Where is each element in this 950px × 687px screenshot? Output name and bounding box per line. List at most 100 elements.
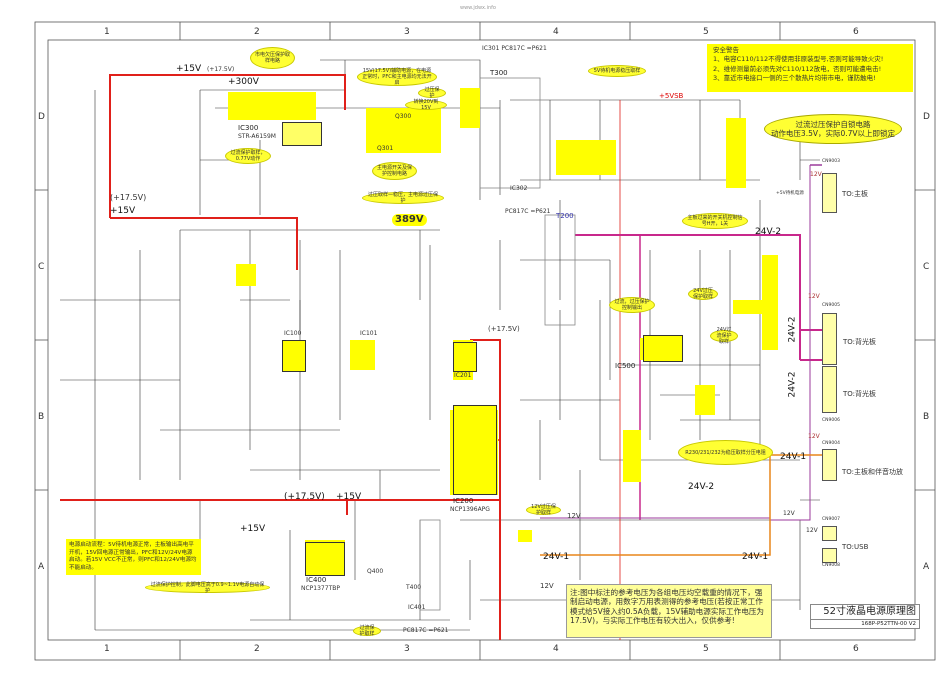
rail-12v-label: 12V: [808, 433, 820, 440]
rail-12v-label: 12V: [540, 582, 554, 590]
rail-12v-label: 12V: [567, 512, 581, 520]
rail-12v-wire: [770, 165, 811, 521]
ic400-part: NCP1377TBP: [301, 585, 340, 592]
rail-24v-1-label: 24V-1: [742, 552, 769, 562]
connector-destination: TO:USB: [842, 543, 869, 551]
connector-id: CN9004: [822, 441, 840, 446]
transformer: [419, 519, 441, 611]
connector-cn9004: [822, 449, 837, 481]
rail-12v-label: 12V: [808, 293, 820, 300]
rail-15v-wire: [110, 217, 298, 270]
rail-12v-label: 12V: [783, 510, 795, 517]
connector-destination: TO:主板: [842, 190, 869, 198]
ic302-part: PC817C =P621: [505, 208, 551, 215]
callout-12v-ovp: 12V过压保护取样: [526, 504, 561, 516]
callout-protection-output: 过流，过压保护控制输出: [609, 297, 655, 313]
connector-cn9007: [822, 526, 837, 541]
ic100-body: [282, 340, 306, 372]
grid-col-1: 1: [104, 27, 110, 37]
connector-id: CN9008: [822, 563, 840, 568]
ic301-label: IC301 PC817C =P621: [482, 45, 547, 52]
t400-label: T400: [406, 584, 422, 591]
title-block: 52寸液晶电源原理图 168P-P52TTN-00 V2: [810, 604, 920, 629]
grid-col-1-bottom: 1: [104, 644, 110, 654]
rail-15v-bottom: +15V: [336, 492, 362, 502]
connector-cn9003: [822, 173, 837, 213]
ic300-label: IC300: [238, 124, 259, 132]
safety-warning-box: 安全警告 1、电容C110/112不得使用非原装型号,否则可能导致火灾! 2、维…: [707, 44, 913, 92]
highlight-block: [350, 340, 375, 370]
q301-label: Q301: [377, 145, 394, 152]
grid-col-6: 6: [853, 27, 859, 37]
rail-24v-2-label: 24V-2: [787, 316, 798, 343]
watermark: www.jdwx.info: [460, 5, 496, 11]
highlight-block: [695, 385, 715, 415]
grid-row-d-right: D: [923, 112, 930, 122]
rail-17-5v-bottom: (+17.5V): [284, 492, 325, 502]
connector-destination: TO:主板和伴音功放: [842, 468, 904, 476]
transformer: [479, 77, 541, 189]
ic200-part: NCP1396APG: [450, 506, 490, 513]
callout-24v-ocp: 24V过流保护取样: [710, 327, 738, 345]
ic200-label: IC200: [453, 497, 474, 505]
rail-17-5v-left: (+17.5V): [110, 193, 147, 202]
grid-row-c-right: C: [923, 262, 930, 272]
grid-col-5-bottom: 5: [703, 644, 709, 654]
connector-cn9008: [822, 548, 837, 563]
callout-onoff-signal: 主板过来的开关机控制信号H开，L关: [682, 213, 748, 229]
grid-col-4: 4: [553, 27, 559, 37]
callout-ocp-sense: 过流保护取样: [353, 625, 381, 637]
connector-destination: TO:背光板: [843, 390, 877, 398]
grid-col-4-bottom: 4: [553, 644, 559, 654]
pfc-389v-label: 389V: [392, 214, 427, 226]
highlight-block: [228, 92, 316, 120]
rail-12v-label: 12V: [810, 171, 822, 178]
connector-destination: TO:背光板: [843, 338, 877, 346]
rail-24v-1-wire: [540, 454, 822, 556]
rail-15v-mid: +15V: [240, 524, 266, 534]
protection-latch-desc: 动作电压3.5V，实际0.7V以上即锁定: [770, 129, 896, 138]
drawing-title: 52寸液晶电源原理图: [811, 605, 919, 620]
highlight-block: [726, 118, 746, 188]
t200-label: T200: [556, 212, 574, 220]
rail-15v-ic200-wire: [470, 339, 501, 640]
protection-latch-callout: 过流过压保护自锁电路 动作电压3.5V，实际0.7V以上即锁定: [764, 114, 902, 144]
grid-col-3-bottom: 3: [404, 644, 410, 654]
ic101-label: IC101: [360, 330, 378, 337]
callout-r230-divider: R230/231/232为稳压取样分压电阻: [678, 440, 773, 465]
ic400-body: [305, 542, 345, 576]
ic500-body: [643, 335, 683, 362]
highlight-block: [518, 530, 532, 542]
grid-row-a-right: A: [923, 562, 930, 572]
highlight-block: [460, 88, 480, 128]
grid-col-2-bottom: 2: [254, 644, 260, 654]
connector-id: CN9007: [822, 517, 840, 522]
grid-row-c: C: [38, 262, 45, 272]
ic302-label: IC302: [510, 185, 528, 192]
grid-row-b: B: [38, 412, 45, 422]
callout-overvoltage: 过压保护: [418, 87, 446, 99]
t300-label: T300: [490, 69, 508, 77]
ic300-part: STR-A6159M: [238, 133, 276, 140]
ic100-label: IC100: [284, 330, 302, 337]
protection-latch-title: 过流过压保护自锁电路: [795, 120, 871, 129]
highlight-block: [623, 430, 641, 482]
callout-main-switch: 主电源开关及保护控制电路: [372, 162, 417, 180]
callout-undervoltage: 市电欠压保护取样电路: [250, 47, 295, 69]
callout-overcurrent-sense: 过流保护取样，0.77V动作: [225, 148, 271, 164]
highlight-block: [733, 300, 778, 314]
callout-ovp-regulation: 过压取样—稳压，主电源过压保护: [362, 192, 444, 204]
highlight-block: [366, 108, 441, 153]
rail-12v-label: 12V: [806, 527, 818, 534]
ic200-body: [453, 405, 497, 495]
startup-flow-note: 电源启动流程：5V待机电源正常，主板输出高电平开机，15V回电源正常输出，PFC…: [66, 539, 201, 575]
grid-col-3: 3: [404, 27, 410, 37]
outer-frame: [34, 21, 936, 661]
highlight-block: [556, 140, 616, 175]
transformer: [544, 214, 576, 326]
ic401-label: IC401: [408, 604, 426, 611]
grid-row-b-right: B: [923, 412, 930, 422]
connector-cn9005: [822, 313, 837, 365]
ic401-part: PC817C =P621: [403, 627, 449, 634]
